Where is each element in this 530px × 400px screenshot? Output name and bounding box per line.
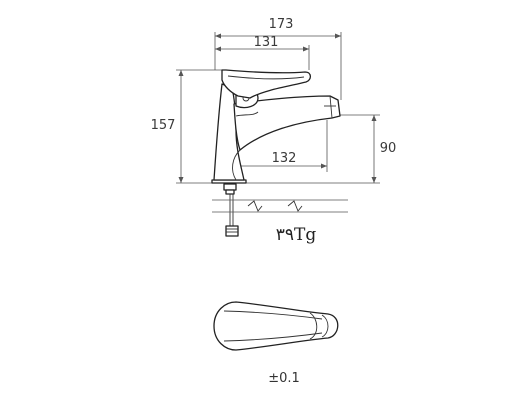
dimension-label-overall-width: 173 (269, 17, 294, 32)
countertop-section (212, 199, 348, 213)
dimension-label-spout-reach: 132 (272, 151, 297, 166)
tolerance-label: ±0.1 (268, 371, 300, 386)
model-code: ۳۹Tg (276, 225, 317, 245)
dimension-overall-width: 173 (214, 17, 342, 100)
handle-top-view (213, 301, 339, 351)
dimension-spout-height: 90 (246, 114, 397, 184)
dimension-label-spout-height: 90 (380, 141, 397, 156)
faucet-side-view (211, 69, 341, 184)
dimension-label-total-height: 157 (151, 118, 176, 133)
supply-hose (223, 183, 239, 237)
dimension-handle-width: 131 (215, 35, 310, 70)
dimension-spout-reach: 132 (233, 120, 328, 172)
dimension-total-height: 157 (151, 69, 222, 184)
dimension-label-handle-width: 131 (254, 35, 279, 50)
